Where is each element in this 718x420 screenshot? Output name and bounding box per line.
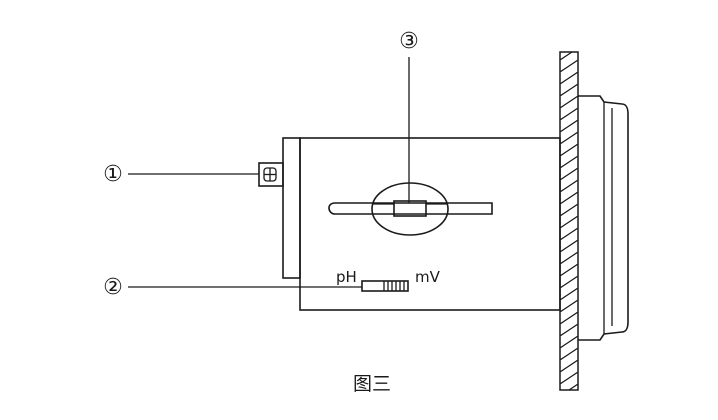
figure-caption: 图三 [353,373,391,395]
mounting-panel [559,51,579,391]
switch-left-label: pH [336,268,357,286]
callout-3: ③ [399,29,419,54]
switch-right-label: mV [415,268,441,286]
mounting-bracket [328,182,493,236]
rear-terminal-block [282,137,301,279]
callout-2: ② [103,275,123,300]
front-bezel [578,95,629,341]
ph-mv-switch [361,280,409,292]
callout-1: ① [103,162,123,187]
screw-clamp [258,162,284,187]
